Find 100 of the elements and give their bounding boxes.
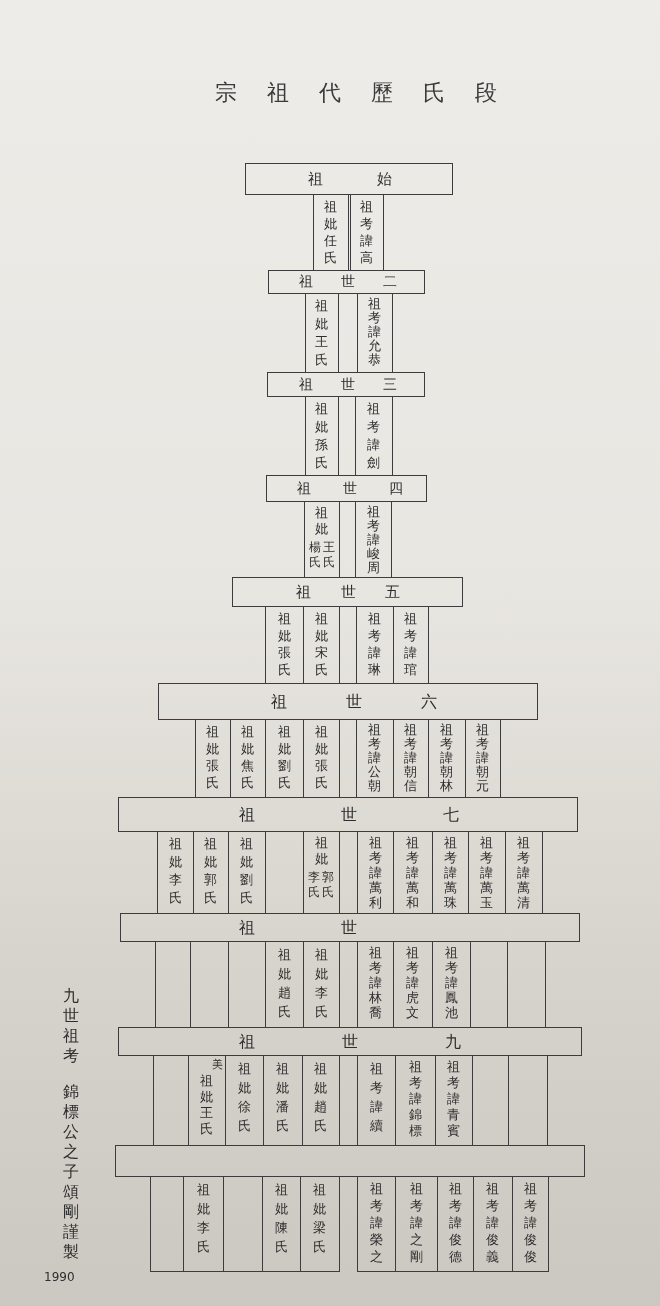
ancestor-column [303,942,340,1027]
ancestor-name: 祖妣王氏 [314,297,329,369]
ancestor-name: 祖妣趙氏 [313,1060,328,1135]
ancestor-name: 祖考諱續 [369,1060,384,1135]
ancestor-name: 祖考諱俊俊 [523,1180,538,1265]
compiler-note: 錦標公之子頌剛謹製 [62,1082,80,1262]
ancestor-column [465,720,501,797]
generation-label: 祖世二 [299,273,397,290]
ancestor-column [183,1177,223,1272]
generation-band [158,683,538,720]
year-label: 1990 [44,1270,75,1284]
ancestor-name: 祖妣焦氏 [240,723,255,791]
ancestor-column [303,832,340,913]
ancestor-column [357,294,393,372]
ancestor-column [357,1177,395,1272]
chart-title: 宗祖代歷氏段 [215,80,497,106]
ancestor-name: 祖考諱虎文 [405,945,420,1020]
ancestor-name: 祖妣趙氏 [277,946,292,1021]
ancestor-name: 祖妣 [314,505,329,537]
generation-band [266,475,427,502]
generation-label: 祖世三 [299,376,397,393]
ancestor-column [300,1177,340,1272]
ancestor-column [305,397,339,475]
ancestor-name: 祖妣李氏 [168,835,183,907]
ancestor-column [223,1177,262,1272]
ancestor-name: 祖考諱俊義 [485,1180,500,1265]
ancestor-name: 祖妣潘氏 [275,1060,290,1135]
ancestor-name: 祖考諱林喬 [368,945,383,1020]
ancestor-column [304,502,340,577]
ancestor-name: 祖妣張氏 [277,610,292,678]
ancestor-name: 祖考諱峻周 [366,505,381,575]
ancestor-name: 郭氏 [321,870,335,900]
generation-band [118,797,578,832]
ancestor-name: 祖考諱朝元 [475,723,490,793]
generation-band [245,163,453,195]
ancestor-column [508,1056,548,1145]
ancestor-name: 祖考諱青賓 [446,1059,461,1139]
ancestor-column [437,1177,473,1272]
generation-label: 祖世五 [296,583,400,601]
ancestor-name: 祖考諱之剛 [409,1180,424,1265]
ancestor-name: 祖妣陳氏 [274,1181,289,1256]
annotation-mark: 美 [211,1058,224,1071]
generation-label: 祖世四 [297,480,403,497]
ancestor-name: 祖考諱公朝 [367,723,382,793]
ancestor-column [302,1056,340,1145]
ancestor-name: 祖妣梁氏 [312,1181,327,1256]
ancestor-column [505,832,543,913]
compiler-note: 九世祖考 [62,986,80,1066]
ancestor-name: 祖考諱萬清 [516,835,531,910]
ancestor-name: 祖考諱錦標 [408,1059,423,1139]
ancestor-column [355,397,393,475]
generation-label: 祖始 [308,170,392,188]
generation-label: 祖世 [239,918,357,937]
ancestor-column [262,1177,300,1272]
generation-label: 祖世六 [271,692,437,711]
ancestor-name: 祖考諱萬和 [405,835,420,910]
generation-label: 祖世七 [239,805,459,824]
ancestor-column [188,1056,225,1145]
ancestor-name: 祖考諱琯 [403,610,418,678]
ancestor-name: 祖考諱萬玉 [479,835,494,910]
ancestor-column [393,607,429,683]
ancestor-column [303,720,340,797]
ancestor-column [313,195,349,270]
ancestor-name: 祖考諱鳳池 [444,945,459,1020]
ancestor-name: 祖考諱朝信 [403,723,418,793]
ancestor-name: 祖妣徐氏 [237,1060,252,1135]
ancestor-name: 祖妣劉氏 [239,835,254,907]
generation-band [232,577,463,607]
ancestor-name: 祖考諱高 [359,198,374,266]
ancestor-name: 祖考諱允恭 [367,297,382,367]
generation-label: 祖世九 [239,1032,461,1051]
ancestor-name: 祖妣 [314,835,329,867]
ancestor-column [507,942,546,1027]
ancestor-column [303,607,340,683]
ancestor-column [305,294,339,372]
ancestor-name: 祖妣李氏 [196,1181,211,1256]
ancestor-name: 祖考諱榮之 [369,1180,384,1265]
ancestor-column [473,1177,512,1272]
ancestor-name: 王氏 [322,540,336,570]
ancestor-column [150,1177,183,1272]
ancestor-name: 祖妣張氏 [314,723,329,791]
ancestor-name: 祖考諱俊德 [448,1180,463,1265]
ancestor-name: 祖妣宋氏 [314,610,329,678]
ancestor-name: 祖妣任氏 [323,198,338,266]
ancestor-name: 祖考諱劍 [366,400,381,472]
ancestor-name: 祖妣郭氏 [203,835,218,907]
generation-band [268,270,425,294]
ancestor-name: 祖妣劉氏 [277,723,292,791]
ancestor-column [350,195,384,270]
generation-band [118,1027,582,1056]
ancestor-name: 祖考諱琳 [367,610,382,678]
ancestor-name: 祖考諱萬利 [368,835,383,910]
ancestor-column [512,1177,549,1272]
ancestor-name: 祖妣張氏 [205,723,220,791]
ancestor-name: 李氏 [307,870,321,900]
ancestor-name: 祖妣孫氏 [314,400,329,472]
ancestor-name: 祖考諱朝林 [439,723,454,793]
generation-band [120,913,580,942]
ancestor-name: 祖妣王氏 [199,1073,214,1137]
ancestor-column [355,502,392,577]
